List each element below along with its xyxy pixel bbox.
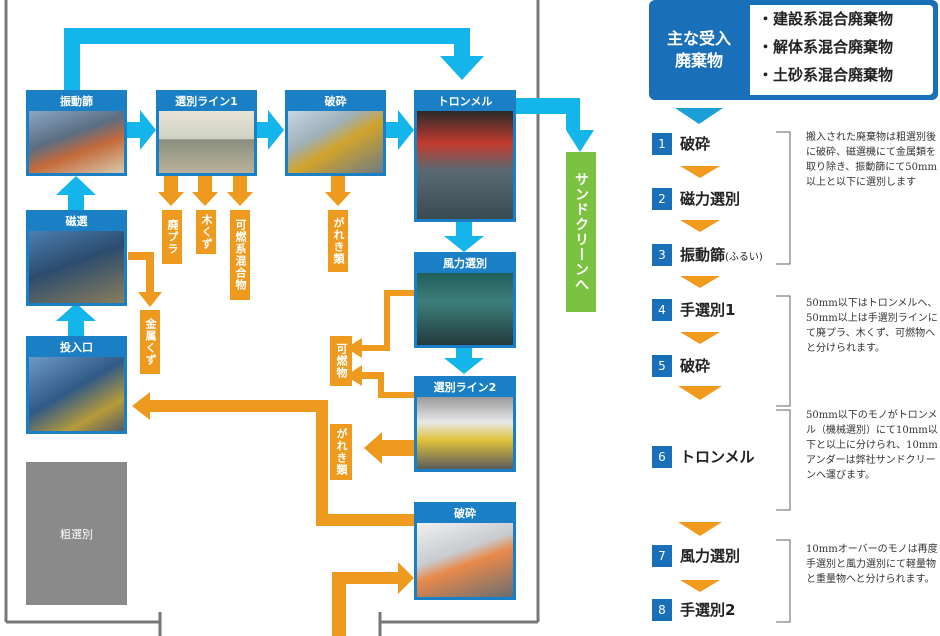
arrow-screen-to-line1: [127, 110, 156, 150]
arrow-trommel-to-wind: [444, 222, 484, 252]
main-waste-label: 主な受入廃棄物: [666, 29, 731, 70]
arrow-into-crush2: [332, 562, 414, 636]
step-label: 風力選別: [680, 547, 741, 565]
step-label: 破砕: [680, 357, 711, 375]
rough-sorting-area: 粗選別: [26, 462, 127, 605]
main-waste-panel: 主な受入廃棄物 ・建設系混合廃棄物 ・解体系混合廃棄物 ・土砂系混合廃棄物: [649, 0, 938, 100]
step-note: (ふるい): [725, 252, 763, 263]
tag-metal-scrap: 金属くず: [140, 310, 160, 374]
arrow-line1-to-crush: [256, 110, 284, 150]
box-crushing-2: 破砕: [414, 502, 516, 600]
arrow-inlet-to-magnet: [56, 303, 96, 336]
box-magnetic-sorting: 磁選: [26, 210, 127, 306]
photo-crushing-2: [417, 523, 513, 597]
photo-trommel: [417, 111, 513, 219]
arrow-to-wood-chips: [192, 176, 218, 206]
tag-wood-chips: 木くず: [196, 210, 216, 254]
tag-gravel-2: がれき類: [330, 424, 352, 480]
box-wind-sorting-label: 風力選別: [443, 257, 487, 270]
step-number: 1: [652, 133, 672, 155]
arrow-line2-to-gravel: [364, 432, 414, 464]
arrow-trommel-to-sandclean: [516, 98, 594, 152]
description-3: 50mm以下のモノがトロンメル（機械選別）にて10mm以下と以上に分けられ、10…: [806, 410, 938, 481]
box-inlet-label: 投入口: [60, 341, 93, 354]
step-number: 7: [652, 545, 672, 567]
photo-crushing-1: [288, 111, 383, 173]
box-sorting-line-2-label: 選別ライン2: [433, 381, 497, 394]
step-label: 手選別2: [680, 601, 736, 619]
arrow-to-metal-scrap: [128, 252, 162, 307]
waste-item: ・解体系混合廃棄物: [758, 38, 894, 56]
box-inlet: 投入口: [26, 336, 127, 434]
step-label: トロンメル: [680, 448, 755, 466]
waste-list: ・建設系混合廃棄物 ・解体系混合廃棄物 ・土砂系混合廃棄物: [750, 5, 933, 95]
box-sorting-line-1-label: 選別ライン1: [175, 95, 238, 108]
waste-item: ・建設系混合廃棄物: [758, 10, 894, 28]
tag-gravel-1: がれき類: [328, 210, 348, 272]
step-number: 4: [652, 299, 672, 321]
photo-sorting-line-1: [159, 111, 254, 173]
description-2: 50mm以下はトロンメルへ、50mm以上は手選別ラインにて廃プラ、木くず、可燃物…: [806, 298, 938, 354]
photo-wind-sorting: [417, 273, 513, 345]
arrow-to-gravel-1: [325, 176, 351, 206]
box-vibrating-screen-label: 振動篩: [60, 95, 93, 108]
description-4: 10mmオーバーのモノは再度手選別と風力選別にて軽量物と重量物へと分けられます。: [806, 544, 938, 585]
arrow-line2-to-combustibles: [346, 365, 414, 398]
box-trommel: トロンメル: [414, 90, 516, 222]
step-label: 振動篩(ふるい): [680, 246, 763, 264]
box-crushing-2-label: 破砕: [454, 507, 476, 520]
top-loop-arrow: [64, 28, 484, 90]
arrow-wind-to-combustibles: [346, 290, 414, 358]
photo-inlet: [29, 357, 124, 431]
orange-flow-arrows: [128, 176, 414, 636]
arrow-to-waste-plastic: [158, 176, 184, 206]
box-sorting-line-2: 選別ライン2: [414, 376, 516, 472]
step-number: 8: [652, 599, 672, 621]
photo-sorting-line-2: [417, 397, 513, 469]
step-number: 6: [652, 446, 672, 468]
waste-item: ・土砂系混合廃棄物: [758, 66, 894, 84]
box-trommel-label: トロンメル: [437, 95, 493, 108]
step-label: 磁力選別: [680, 190, 741, 208]
cyan-flow-arrows: [56, 28, 594, 374]
description-1: 搬入された廃棄物は粗選別後に破砕、磁選機にて金属類を取り除き、振動篩にて50mm…: [806, 132, 937, 188]
step-number: 5: [652, 355, 672, 377]
sand-clean-destination: サンドクリーンへ: [566, 152, 596, 312]
box-vibrating-screen: 振動篩: [26, 90, 127, 176]
box-crushing-1: 破砕: [285, 90, 386, 176]
step-label: 手選別1: [680, 301, 736, 319]
step-number: 3: [652, 244, 672, 266]
step-number: 2: [652, 188, 672, 210]
arrow-crush2-to-inlet: [132, 392, 414, 526]
tag-waste-plastic: 廃プラ: [162, 210, 182, 264]
arrow-wind-to-line2: [444, 346, 484, 374]
arrow-crush-to-trommel: [386, 110, 414, 150]
arrow-magnet-to-screen: [56, 176, 96, 210]
box-sorting-line-1: 選別ライン1: [156, 90, 257, 176]
box-crushing-1-label: 破砕: [324, 95, 347, 108]
tag-combustible-mixed: 可燃系混合物: [230, 210, 250, 300]
box-wind-sorting: 風力選別: [414, 252, 516, 348]
photo-magnetic-sorting: [29, 231, 124, 303]
box-magnetic-sorting-label: 磁選: [65, 215, 88, 228]
arrow-to-combustible-mixed: [227, 176, 253, 206]
tag-combustibles: 可燃物: [330, 336, 352, 386]
step-label: 破砕: [680, 135, 711, 153]
photo-vibrating-screen: [29, 111, 124, 173]
